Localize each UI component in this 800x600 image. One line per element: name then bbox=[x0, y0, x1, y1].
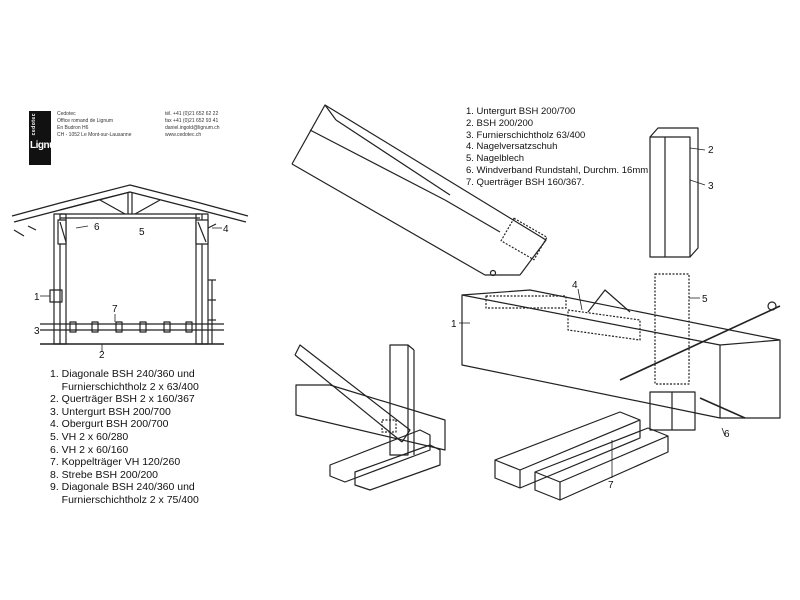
callout-number: 3 bbox=[708, 181, 714, 192]
legend-item: 7. Koppelträger VH 120/260 bbox=[50, 456, 181, 469]
legend-item: 5. VH 2 x 60/280 bbox=[50, 430, 129, 443]
callout-number: 2 bbox=[708, 145, 714, 156]
callout-number: 3 bbox=[34, 326, 40, 337]
lignum-logo: cedotec Lignum bbox=[29, 111, 64, 165]
legend-item: 3. Untergurt BSH 200/700 bbox=[50, 405, 171, 418]
legend-item: Furnierschichtholz 2 x 75/400 bbox=[50, 493, 199, 506]
legend-item: 9. Diagonale BSH 240/360 und bbox=[50, 481, 195, 494]
hall-section-callouts: 6 5 4 1 7 3 2 bbox=[34, 222, 229, 361]
legend-item: 6. Windverband Rundstahl, Durchm. 16mm bbox=[466, 164, 649, 176]
callout-number: 7 bbox=[112, 304, 118, 315]
exploded-joint-callouts: 1 2 3 4 5 6 7 bbox=[451, 145, 730, 491]
address-line: En Budron H6 bbox=[57, 125, 89, 131]
legend-item: 3. Furnierschichtholz 63/400 bbox=[466, 129, 586, 141]
callout-number: 1 bbox=[34, 292, 40, 303]
callout-number: 5 bbox=[139, 227, 145, 238]
address-line: Office romand de Lignum bbox=[57, 118, 114, 124]
contact-fax: fax +41 (0)21 652 93 41 bbox=[165, 118, 219, 124]
legend-item: 4. Obergurt BSH 200/700 bbox=[50, 418, 169, 431]
legend-item: 8. Strebe BSH 200/200 bbox=[50, 468, 158, 481]
logo-text: Lignum bbox=[30, 140, 64, 151]
callout-number: 1 bbox=[451, 319, 457, 330]
legend-item: 1. Diagonale BSH 240/360 und bbox=[50, 368, 195, 380]
legend-item: 7. Querträger BSH 160/367. bbox=[466, 176, 585, 188]
hall-section-drawing bbox=[11, 184, 249, 352]
callout-number: 2 bbox=[99, 350, 105, 361]
callout-number: 7 bbox=[608, 480, 614, 491]
legend-item: 1. Untergurt BSH 200/700 bbox=[466, 106, 576, 117]
callout-number: 4 bbox=[572, 280, 578, 291]
contact-email[interactable]: daniel.ingold@lignum.ch bbox=[165, 125, 220, 131]
component-legend-right: 1. Untergurt BSH 200/700 2. BSH 200/200 … bbox=[466, 106, 648, 189]
address-line: Cedotec bbox=[57, 111, 76, 117]
callout-number: 5 bbox=[702, 294, 708, 305]
contact-phone: tél. +41 (0)21 652 62 22 bbox=[165, 111, 219, 117]
exploded-joint-drawing bbox=[291, 104, 781, 501]
contact-block: tél. +41 (0)21 652 62 22 fax +41 (0)21 6… bbox=[165, 111, 220, 139]
contact-website[interactable]: www.cedotec.ch bbox=[165, 132, 202, 138]
legend-item: 5. Nagelblech bbox=[466, 153, 525, 165]
callout-number: 6 bbox=[724, 429, 730, 440]
callout-number: 4 bbox=[223, 224, 229, 235]
legend-item: 2. Querträger BSH 2 x 160/367 bbox=[50, 393, 195, 406]
component-legend-left: 1. Diagonale BSH 240/360 und Furnierschi… bbox=[50, 368, 199, 507]
address-block: Cedotec Office romand de Lignum En Budro… bbox=[57, 111, 132, 139]
legend-item: 2. BSH 200/200 bbox=[466, 117, 534, 129]
legend-item: 6. VH 2 x 60/160 bbox=[50, 443, 129, 456]
callout-number: 6 bbox=[94, 222, 100, 233]
legend-item: Furnierschichtholz 2 x 63/400 bbox=[50, 380, 199, 393]
address-line: CH - 1052 Le Mont-sur-Lausanne bbox=[57, 132, 132, 138]
legend-item: 4. Nagelversatzschuh bbox=[466, 141, 558, 153]
